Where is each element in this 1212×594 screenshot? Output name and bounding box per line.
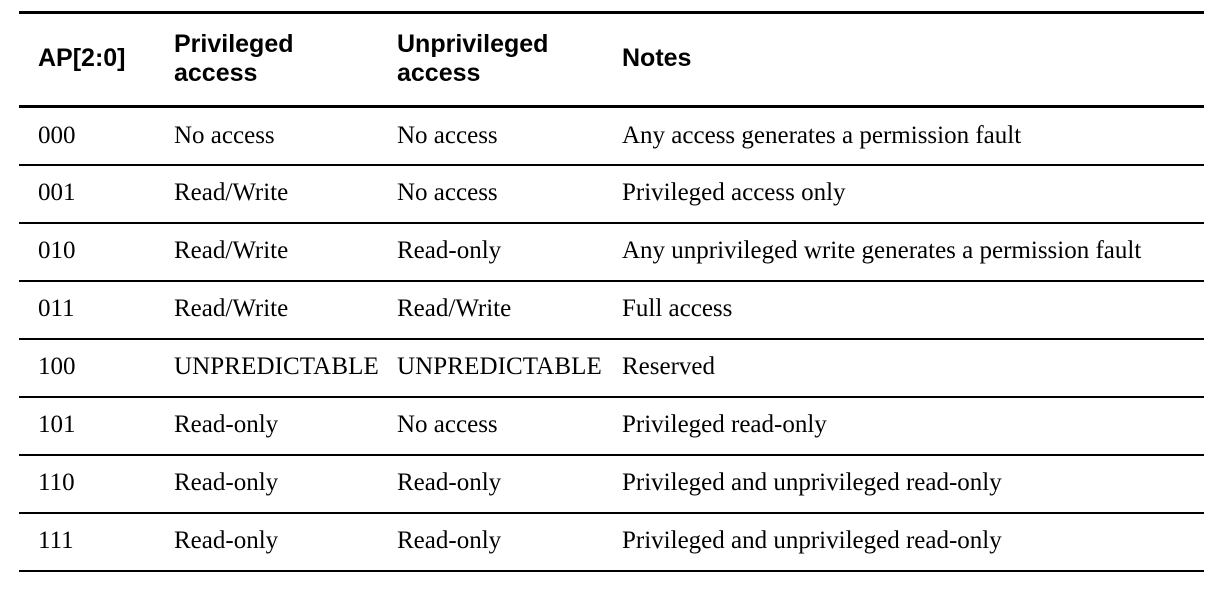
- cell-ap: 100: [19, 338, 172, 398]
- column-header-privileged-access: Privileged access: [172, 11, 395, 108]
- table-header: AP[2:0] Privileged access Unprivileged a…: [19, 11, 1204, 108]
- column-header-notes: Notes: [620, 11, 1204, 108]
- cell-notes: Privileged and unprivileged read-only: [620, 512, 1204, 572]
- cell-priv: Read/Write: [172, 164, 395, 224]
- cell-priv: Read-only: [172, 454, 395, 514]
- cell-ap: 001: [19, 164, 172, 224]
- cell-ap: 111: [19, 512, 172, 572]
- cell-ap: 000: [19, 106, 172, 166]
- cell-notes: Any access generates a permission fault: [620, 106, 1204, 166]
- ap-access-permissions-table: AP[2:0] Privileged access Unprivileged a…: [19, 11, 1204, 572]
- cell-notes: Privileged and unprivileged read-only: [620, 454, 1204, 514]
- cell-ap: 110: [19, 454, 172, 514]
- cell-ap: 011: [19, 280, 172, 340]
- cell-notes: Any unprivileged write generates a permi…: [620, 222, 1204, 282]
- cell-ap: 010: [19, 222, 172, 282]
- column-header-unprivileged-access: Unprivileged access: [395, 11, 620, 108]
- cell-priv: Read/Write: [172, 280, 395, 340]
- table-container: AP[2:0] Privileged access Unprivileged a…: [19, 11, 1204, 572]
- column-header-ap: AP[2:0]: [19, 11, 172, 108]
- cell-notes: Privileged access only: [620, 164, 1204, 224]
- cell-notes: Privileged read-only: [620, 396, 1204, 456]
- cell-unpriv: No access: [395, 164, 620, 224]
- cell-ap: 101: [19, 396, 172, 456]
- cell-priv: Read-only: [172, 512, 395, 572]
- cell-priv: UNPREDICTABLE: [172, 338, 395, 398]
- cell-notes: Reserved: [620, 338, 1204, 398]
- cell-unpriv: Read-only: [395, 454, 620, 514]
- table-header-row: AP[2:0] Privileged access Unprivileged a…: [19, 11, 1204, 108]
- cell-notes: Full access: [620, 280, 1204, 340]
- cell-unpriv: Read/Write: [395, 280, 620, 340]
- cell-unpriv: No access: [395, 106, 620, 166]
- cell-unpriv: Read-only: [395, 222, 620, 282]
- cell-priv: Read/Write: [172, 222, 395, 282]
- cell-unpriv: Read-only: [395, 512, 620, 572]
- cell-unpriv: UNPREDICTABLE: [395, 338, 620, 398]
- cell-priv: Read-only: [172, 396, 395, 456]
- cell-priv: No access: [172, 106, 395, 166]
- cell-unpriv: No access: [395, 396, 620, 456]
